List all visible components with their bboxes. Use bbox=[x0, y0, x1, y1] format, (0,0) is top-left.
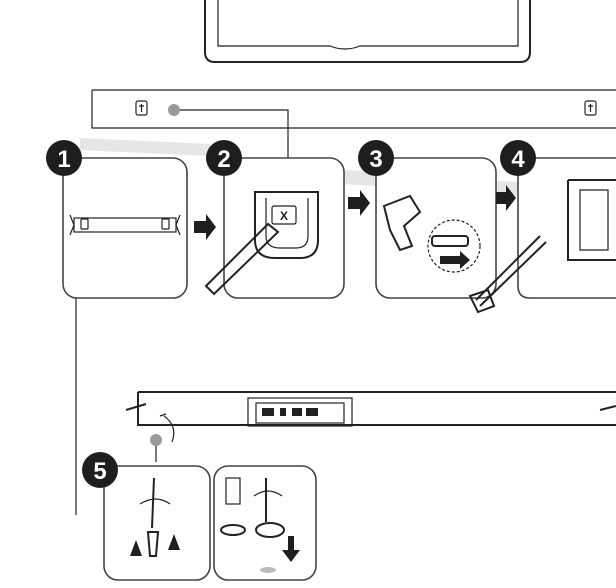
step-1-number: 1 bbox=[57, 146, 70, 173]
bracket-mark-x: X bbox=[280, 209, 288, 223]
step-1-badge bbox=[46, 140, 82, 176]
panel-step-1 bbox=[62, 157, 188, 299]
panel-step-2: X bbox=[204, 157, 345, 299]
tv-outline bbox=[204, 0, 531, 63]
step-4-badge bbox=[500, 140, 536, 176]
soundbar bbox=[125, 391, 616, 462]
arrow-2-3 bbox=[348, 190, 370, 216]
wall-template bbox=[91, 89, 616, 158]
panel-step-3 bbox=[375, 157, 497, 299]
reference-dot bbox=[168, 104, 180, 116]
foot-reference-dot bbox=[150, 434, 162, 446]
step-5-badge bbox=[82, 452, 118, 488]
step-2-badge bbox=[206, 140, 242, 176]
step-3-number: 3 bbox=[369, 146, 382, 173]
step-2-number: 2 bbox=[217, 146, 230, 173]
arrow-3-4 bbox=[496, 185, 516, 211]
step-5-number: 5 bbox=[93, 458, 106, 485]
panel-step-5a bbox=[103, 465, 211, 581]
step-3-badge bbox=[358, 140, 394, 176]
panel-step-5b bbox=[213, 465, 317, 581]
step-4-number: 4 bbox=[511, 146, 525, 173]
arrow-1-2 bbox=[194, 214, 216, 240]
